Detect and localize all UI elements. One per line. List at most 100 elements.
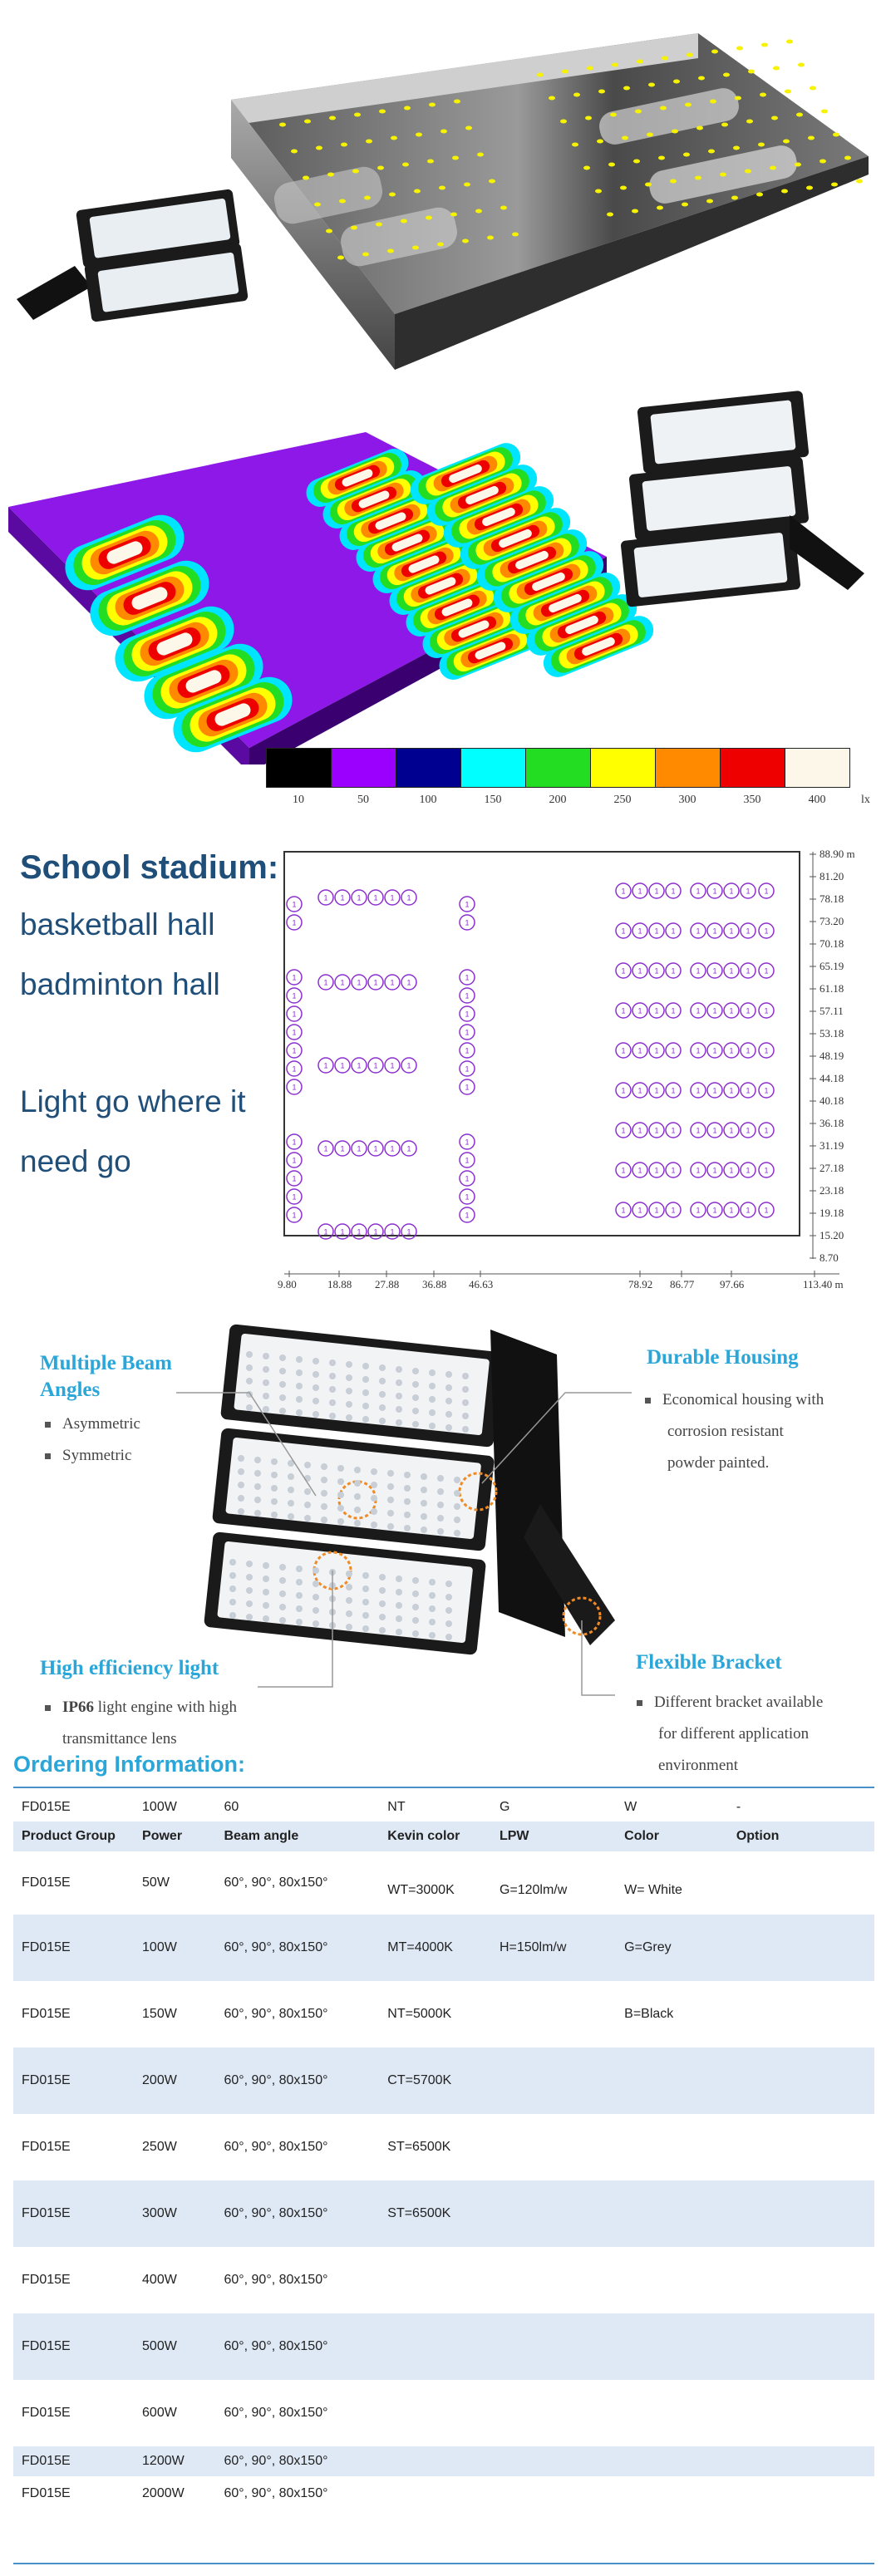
plan-y-label: 19.18 [819, 1207, 844, 1219]
led-dot [379, 1627, 386, 1634]
table-cell: FD015E [22, 2406, 71, 2420]
led-dot [288, 1513, 294, 1520]
fixture-marker-circle [740, 962, 756, 979]
table-cell [491, 2114, 616, 2180]
led-dot [337, 1465, 344, 1472]
fixture-marker-circle [723, 882, 740, 899]
plan-y-label: 48.19 [819, 1050, 844, 1062]
led-dot [412, 1421, 419, 1428]
led-dot [429, 1592, 436, 1599]
fixture-marker [662, 56, 668, 61]
fixture-marker [583, 165, 590, 170]
heat-zone [441, 598, 473, 617]
heat-zone [565, 615, 598, 635]
table-cell: Kevin color [379, 1821, 491, 1851]
fixture-marker-label: 1 [696, 1007, 701, 1015]
fixture-marker [637, 59, 643, 64]
fixture-marker [670, 179, 677, 184]
fixture-marker [673, 79, 680, 84]
fixture-marker-circle [723, 1202, 740, 1218]
led-dot [445, 1634, 452, 1640]
table-cell: B=Black [624, 2007, 674, 2021]
fixture-marker-label: 1 [622, 1207, 626, 1215]
fixture-marker-circle [665, 922, 682, 939]
fixture-marker-circle [459, 1170, 475, 1187]
fixture-marker-label: 1 [622, 887, 626, 896]
table-cell: WT=3000K [387, 1883, 455, 1897]
plan-x-label: 78.92 [628, 1278, 652, 1288]
fixture-marker-circle [459, 1188, 475, 1205]
fixture-marker [404, 106, 411, 111]
fixture-marker [733, 145, 740, 150]
fixture-marker [439, 185, 445, 190]
fixture-marker [477, 152, 484, 157]
fixture-marker-circle [706, 1082, 723, 1099]
led-dot [337, 1505, 344, 1512]
fixture-marker [632, 209, 638, 214]
table-cell: FD015E [22, 1800, 71, 1814]
led-dot [321, 1490, 327, 1497]
fixture-marker-circle [632, 1042, 648, 1059]
fixture-marker [597, 139, 603, 144]
scale-label: 400 [808, 794, 826, 806]
fixture-marker-label: 1 [638, 1127, 642, 1135]
led-dot [337, 1492, 344, 1498]
fixture-marker-circle [632, 1202, 648, 1218]
led-dot [337, 1478, 344, 1485]
fixture-marker-circle [648, 1002, 665, 1019]
fixture-marker [573, 92, 580, 97]
led-dot [362, 1389, 369, 1396]
table-cell [490, 2180, 617, 2247]
plan-x-label: 86.77 [670, 1278, 695, 1288]
led-dot [329, 1386, 336, 1393]
led-dot [429, 1619, 436, 1625]
fixture-marker-circle [615, 1002, 632, 1019]
fixture-marker-circle [706, 1002, 723, 1019]
fixture-marker-circle [706, 1202, 723, 1218]
scale-swatch [785, 748, 850, 788]
fixture-marker [620, 185, 627, 190]
led-dot [263, 1602, 269, 1609]
fixture-marker-label: 1 [672, 927, 676, 936]
fixture-marker [562, 69, 568, 74]
led-dot [429, 1605, 436, 1612]
fixture-marker-circle [317, 974, 334, 991]
led-dot [246, 1574, 253, 1581]
fixture-marker [537, 72, 544, 77]
led-dot [437, 1475, 444, 1482]
fixture-marker-circle [758, 1202, 775, 1218]
table-cell [728, 1981, 874, 2048]
fixture-marker [366, 139, 372, 144]
fixture-marker [362, 252, 369, 257]
fixture-marker-label: 1 [672, 1087, 676, 1095]
table-cell: W= White [624, 1883, 682, 1897]
fixture-marker-label: 1 [638, 887, 642, 896]
table-cell: FD015E [22, 2486, 71, 2500]
fixture-marker [304, 119, 311, 124]
fixture-marker-label: 1 [730, 1207, 734, 1215]
fixture-marker [560, 119, 567, 124]
fixture-marker-circle [690, 1002, 706, 1019]
fixture-marker-label: 1 [374, 979, 378, 987]
fixture-marker [773, 66, 780, 71]
fixture-marker-label: 1 [324, 979, 328, 987]
led-dot [337, 1518, 344, 1525]
fixture-marker-circle [723, 962, 740, 979]
fixture-marker-circle [740, 882, 756, 899]
fixture-marker [412, 245, 419, 250]
fixture-marker [781, 189, 788, 194]
led-dot [263, 1353, 269, 1359]
ordering-top-rule [13, 1787, 874, 1788]
led-dot [271, 1458, 278, 1465]
fixture-marker-circle [615, 1082, 632, 1099]
plan-y-label: 88.90 m [819, 848, 855, 860]
fixture-marker-label: 1 [357, 1145, 362, 1153]
fixture-marker [512, 232, 519, 237]
fixture-marker [795, 162, 801, 167]
led-dot [346, 1584, 352, 1590]
fixture-marker-circle [401, 1057, 417, 1074]
fixture-marker [810, 86, 816, 91]
fixture-marker-circle [615, 882, 632, 899]
fixture-marker [464, 182, 470, 187]
